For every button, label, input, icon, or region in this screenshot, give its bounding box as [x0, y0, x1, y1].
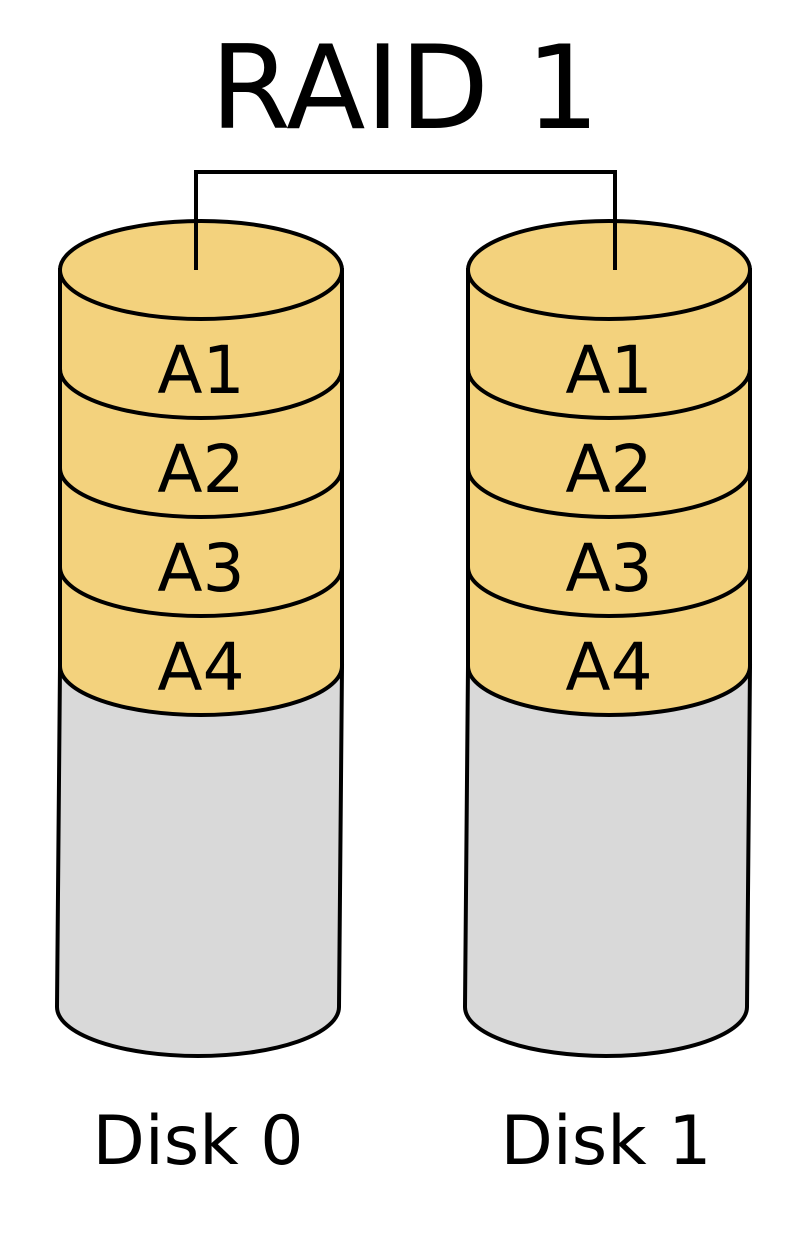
disk-0-block-label: A1	[157, 332, 244, 409]
disk-1-block-label: A1	[565, 332, 652, 409]
disk-0-block-separator	[58, 467, 344, 519]
mirror-connector-overlay	[194, 172, 617, 270]
disk-0-block-separator	[58, 368, 344, 420]
disk-0-block-separator	[58, 566, 344, 618]
disk-0-block-label: A4	[157, 629, 244, 706]
disk-0-top-cap	[58, 219, 344, 321]
disk-0-block-column	[58, 268, 344, 717]
disk-0-block-label: A3	[157, 530, 244, 607]
disk-0-free-space	[54, 664, 345, 1058]
disk-0-label: Disk 0	[93, 1102, 304, 1181]
disk-1-block-label: A2	[565, 431, 652, 508]
disk-1-free-space	[462, 664, 753, 1058]
disk-1-block-column	[466, 268, 752, 717]
disk-1-block-separator	[466, 368, 752, 420]
disk-0-block-label: A2	[157, 431, 244, 508]
disk-1-block-separator	[466, 566, 752, 618]
disk-1-block-label: A3	[565, 530, 652, 607]
disk-1-block-label: A4	[565, 629, 652, 706]
disk-1-label: Disk 1	[501, 1102, 712, 1181]
disk-1-top-cap	[466, 219, 752, 321]
diagram-title: RAID 1	[210, 21, 599, 156]
disk-1-block-separator	[466, 467, 752, 519]
